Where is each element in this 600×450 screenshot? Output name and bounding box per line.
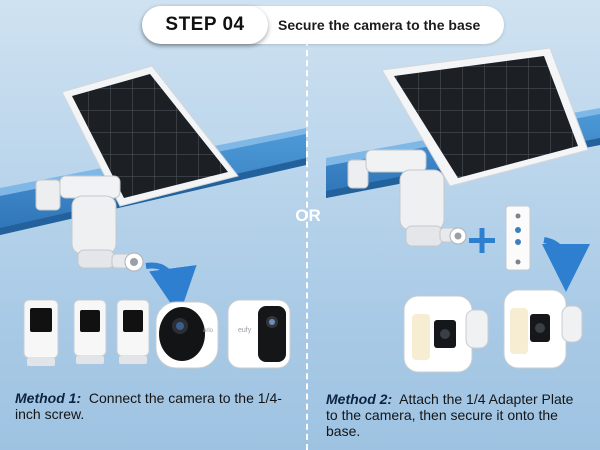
step-header: STEP 04 Secure the camera to the base bbox=[142, 6, 504, 44]
curved-arrow-icon bbox=[145, 262, 197, 316]
camera-row-right bbox=[403, 289, 583, 373]
method-1-label: Method 1: bbox=[15, 390, 82, 406]
method-1-caption: Method 1: Connect the camera to the 1/4-… bbox=[15, 390, 300, 422]
camera-stick-2 bbox=[73, 299, 107, 364]
camera-stick-1 bbox=[23, 299, 59, 366]
eufy-brand-label: eufy bbox=[238, 327, 252, 334]
camera-row-left: arlo eufy bbox=[23, 299, 291, 369]
center-divider bbox=[306, 40, 308, 450]
left-mount-bracket bbox=[35, 175, 144, 272]
spotlight-camera-2 bbox=[503, 289, 583, 369]
curved-arrow-icon bbox=[541, 237, 590, 292]
camera-arlo bbox=[155, 301, 219, 369]
plus-icon bbox=[469, 228, 495, 253]
or-separator: OR bbox=[295, 206, 321, 225]
camera-eufy bbox=[227, 299, 291, 369]
camera-stick-3 bbox=[116, 299, 150, 364]
spotlight-camera-1 bbox=[403, 295, 489, 373]
arlo-brand-label: arlo bbox=[203, 328, 214, 334]
step-badge: STEP 04 bbox=[142, 6, 268, 44]
method-1-text: Connect the camera to the 1/4-inch screw… bbox=[15, 390, 282, 422]
method-2-caption: Method 2: Attach the 1/4 Adapter Plate t… bbox=[326, 391, 588, 439]
left-solar-panel bbox=[61, 65, 239, 207]
step-title: Secure the camera to the base bbox=[278, 17, 481, 33]
method-2-label: Method 2: bbox=[326, 391, 393, 407]
method-2-text: Attach the 1/4 Adapter Plate to the came… bbox=[326, 391, 574, 439]
adapter-plate-icon bbox=[505, 205, 531, 271]
right-solar-panel bbox=[381, 47, 589, 187]
right-mount-bracket bbox=[347, 149, 467, 247]
